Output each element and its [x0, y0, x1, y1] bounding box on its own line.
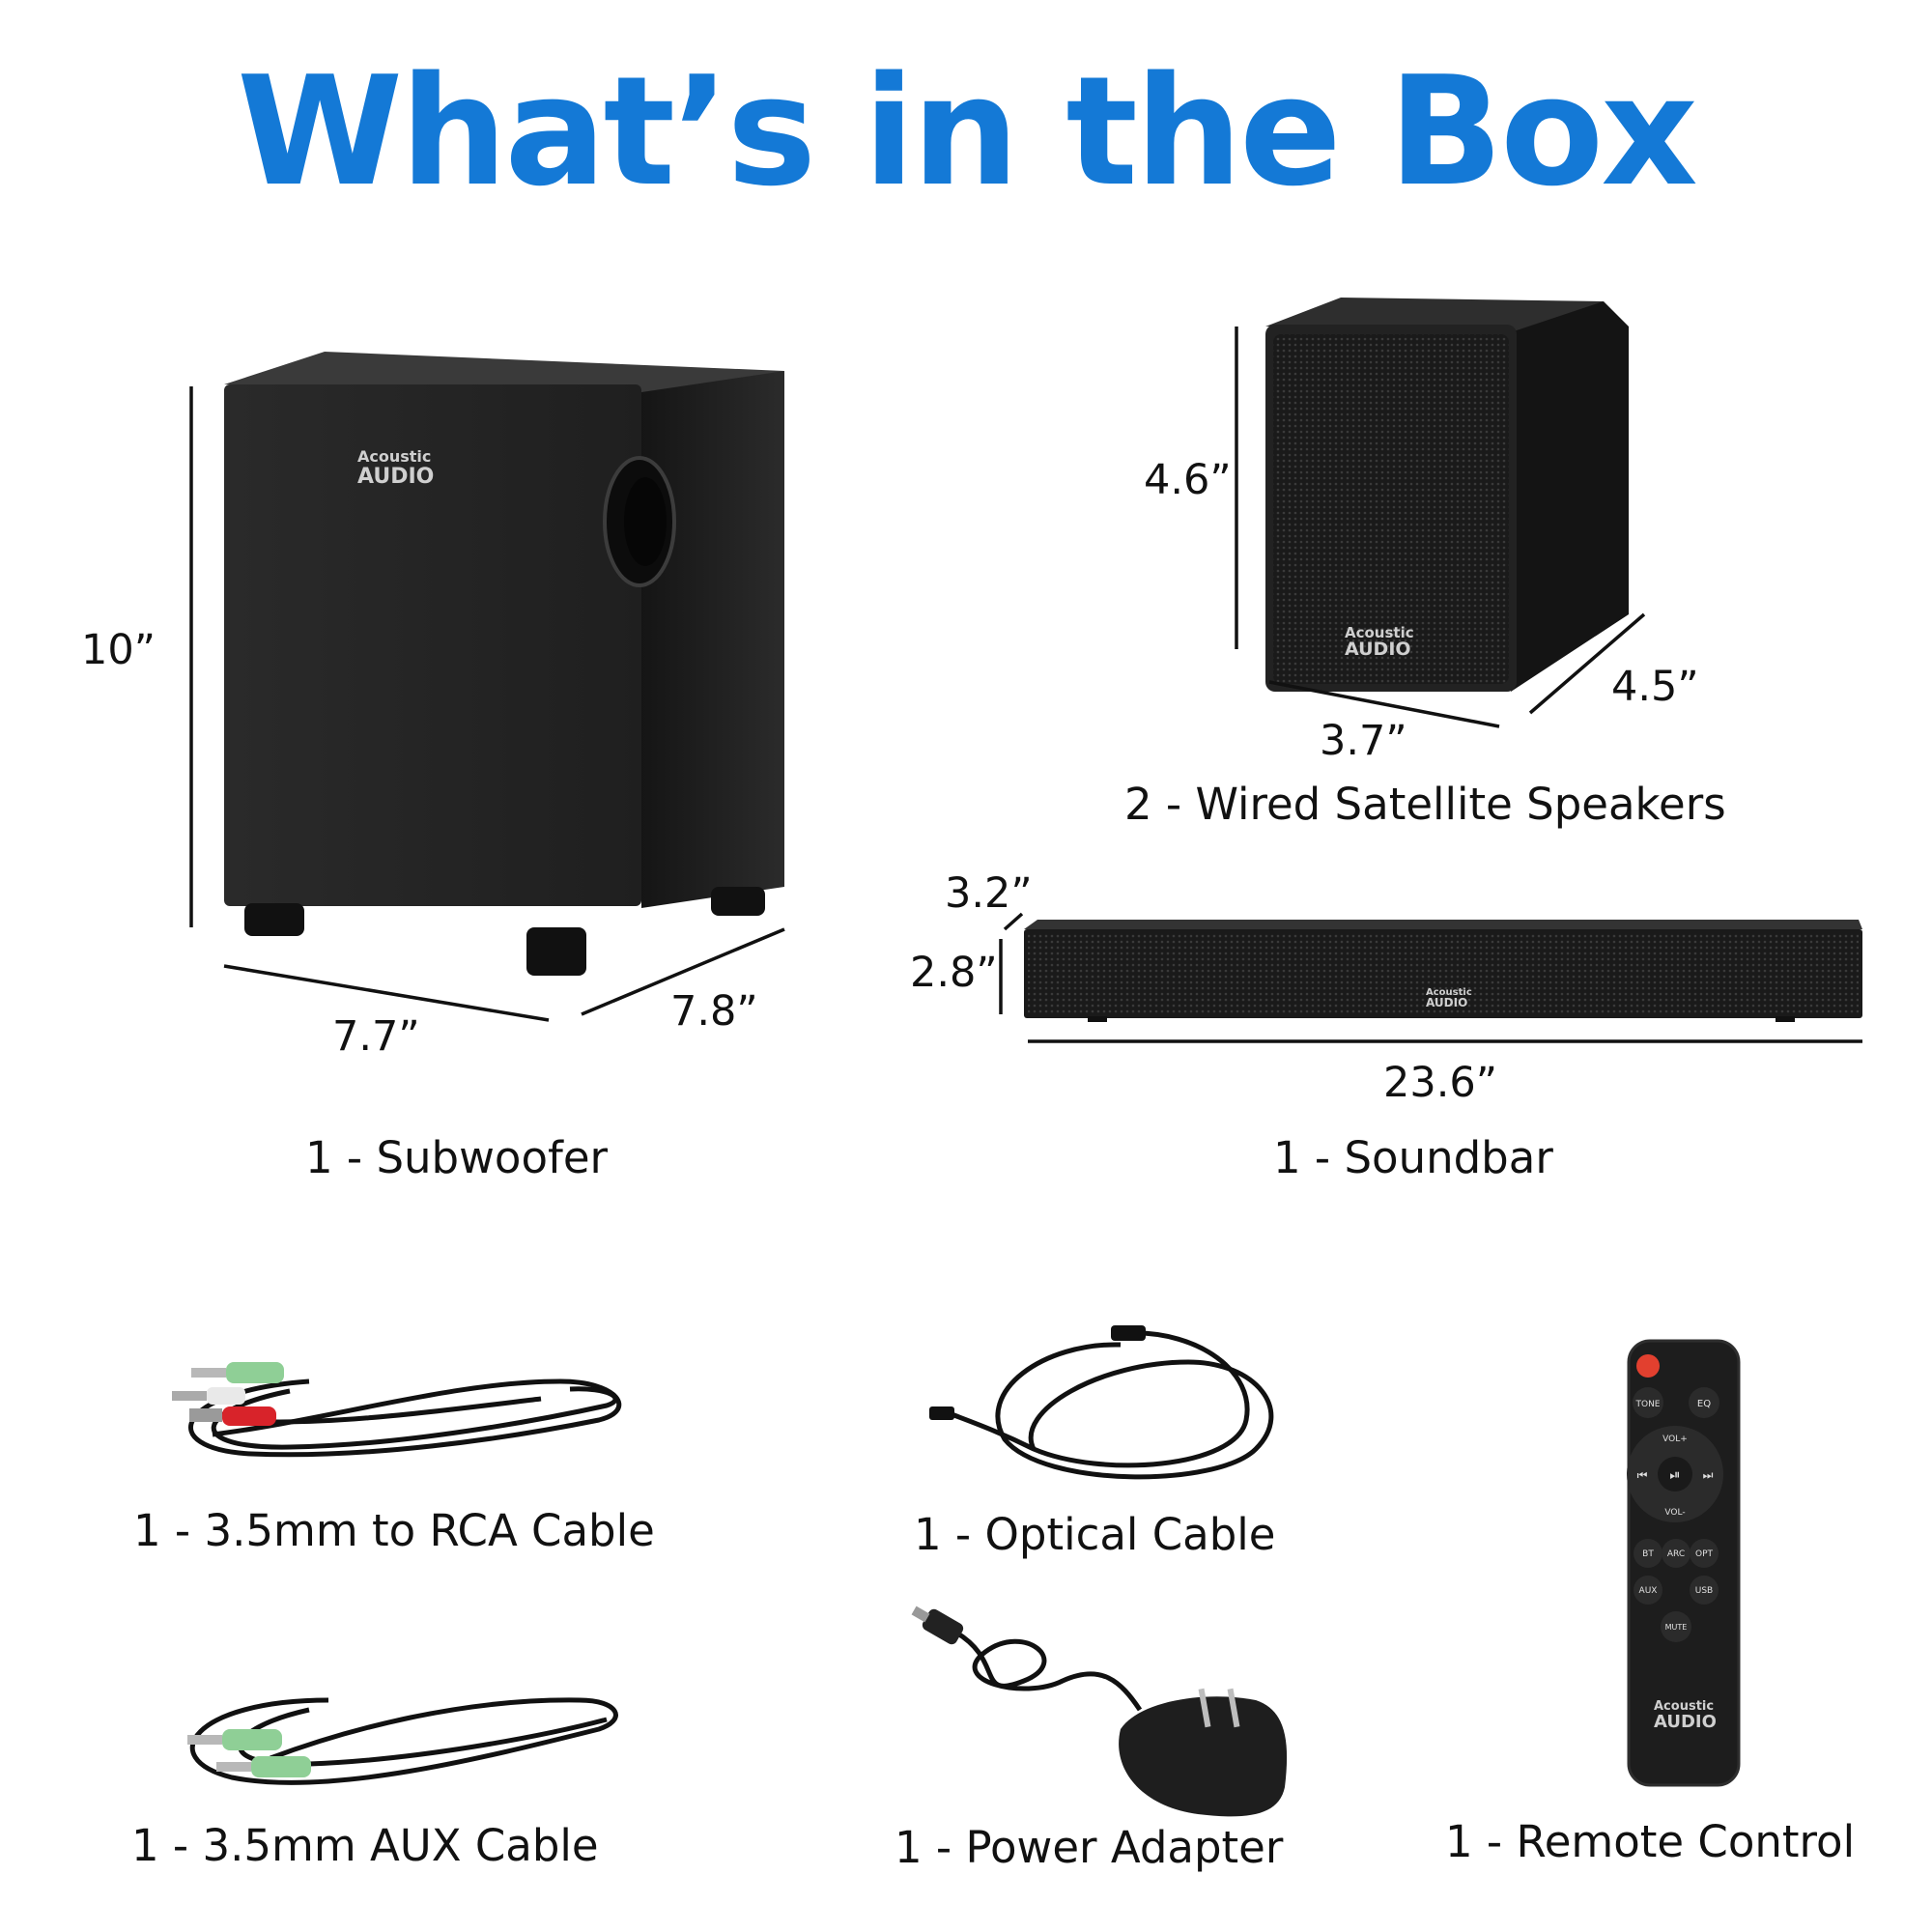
subwoofer-dimension-lines — [189, 386, 785, 1022]
soundbar-brand-line1: Acoustic — [1426, 987, 1472, 998]
remote-button-vol-up: VOL+ — [1662, 1435, 1688, 1444]
remote-button-usb: USB — [1695, 1586, 1713, 1596]
remote-button-next: ⏭ — [1703, 1468, 1714, 1482]
soundbar-width-dimension: 23.6” — [1383, 1059, 1498, 1107]
soundbar-depth-dimension: 3.2” — [945, 869, 1033, 918]
satellite-dimension-lines — [1235, 327, 1646, 728]
remote-control-image: TONE EQ VOL+ VOL- ⏮ ⏯ ⏭ BT ARC OPT AUX U… — [1627, 1339, 1741, 1787]
satellite-height-dimension: 4.6” — [1144, 456, 1232, 504]
satellite-depth-dimension: 4.5” — [1611, 663, 1699, 711]
optical-cable-label: 1 - Optical Cable — [914, 1509, 1276, 1560]
remote-button-play-pause: ⏯ — [1669, 1467, 1680, 1483]
satellite-label: 2 - Wired Satellite Speakers — [1124, 779, 1726, 830]
satellite-brand-line2: AUDIO — [1345, 639, 1411, 660]
subwoofer-height-dimension: 10” — [81, 626, 156, 674]
remote-button-arc: ARC — [1667, 1549, 1685, 1559]
subwoofer-brand-line1: Acoustic — [357, 447, 431, 466]
remote-button-aux: AUX — [1639, 1586, 1658, 1596]
subwoofer-brand-line2: AUDIO — [357, 465, 434, 489]
aux-cable-image — [187, 1697, 618, 1785]
optical-cable-image — [929, 1325, 1274, 1480]
power-icon — [1636, 1354, 1660, 1378]
remote-button-prev: ⏮ — [1637, 1468, 1648, 1482]
subwoofer-image: Acoustic AUDIO — [224, 352, 784, 976]
satellite-speaker-image: Acoustic AUDIO — [1265, 298, 1629, 692]
soundbar-brand-line2: AUDIO — [1426, 996, 1467, 1009]
soundbar-image: Acoustic AUDIO — [1024, 920, 1862, 1022]
remote-button-tone: TONE — [1634, 1400, 1660, 1409]
page-title: What’s in the Box — [237, 43, 1698, 219]
power-adapter-image — [911, 1605, 1288, 1817]
soundbar-dimension-lines — [999, 912, 1862, 1043]
remote-button-bt: BT — [1642, 1549, 1654, 1559]
rca-cable-label: 1 - 3.5mm to RCA Cable — [133, 1505, 655, 1556]
remote-button-opt: OPT — [1695, 1549, 1714, 1559]
aux-cable-label: 1 - 3.5mm AUX Cable — [131, 1820, 599, 1871]
soundbar-label: 1 - Soundbar — [1273, 1132, 1553, 1183]
remote-control-label: 1 - Remote Control — [1445, 1816, 1856, 1867]
subwoofer-width-dimension: 7.7” — [332, 1012, 420, 1061]
remote-button-mute: MUTE — [1665, 1623, 1688, 1632]
satellite-width-dimension: 3.7” — [1320, 717, 1407, 765]
remote-button-vol-down: VOL- — [1664, 1508, 1685, 1518]
remote-button-eq: EQ — [1697, 1399, 1711, 1409]
satellite-brand-line1: Acoustic — [1345, 624, 1414, 641]
remote-brand-line2: AUDIO — [1654, 1712, 1717, 1732]
subwoofer-depth-dimension: 7.8” — [670, 987, 758, 1036]
remote-brand-line1: Acoustic — [1654, 1699, 1714, 1714]
rca-cable-image — [172, 1362, 622, 1458]
soundbar-height-dimension: 2.8” — [910, 949, 998, 997]
power-adapter-label: 1 - Power Adapter — [895, 1822, 1284, 1873]
subwoofer-label: 1 - Subwoofer — [305, 1132, 609, 1183]
